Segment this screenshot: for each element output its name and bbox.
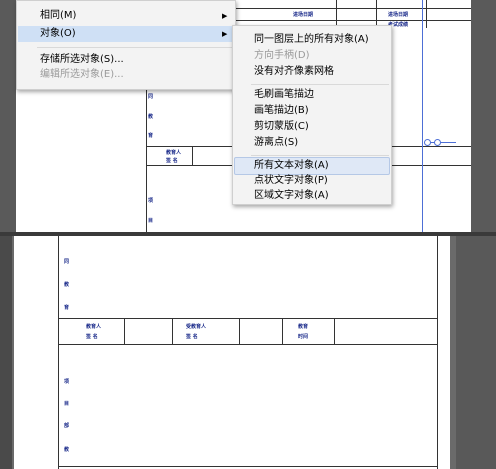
menu-item-save-selection[interactable]: 存储所选对象(S)... (18, 52, 234, 68)
guide-line (422, 0, 423, 232)
submenu-item-direction-handles: 方向手柄(D) (234, 48, 390, 64)
table-line (58, 466, 438, 467)
left-dark-panel (0, 236, 12, 469)
submenu-item-stray-points[interactable]: 游离点(S) (234, 135, 390, 151)
guide-line (426, 142, 456, 143)
menu-item-label: 毛刷画笔描边 (254, 89, 314, 100)
menu-item-object[interactable]: 对象(O) ▶ (18, 26, 234, 42)
menu-separator (251, 84, 389, 85)
table-line (146, 88, 147, 232)
menu-item-label: 点状文字对象(P) (254, 175, 328, 186)
side-char: 教 (64, 447, 70, 453)
submenu-item-clipping-mask[interactable]: 剪切蒙版(C) (234, 119, 390, 135)
submenu-item-brush-strokes[interactable]: 画笔描边(B) (234, 103, 390, 119)
side-char: 部 (64, 423, 70, 429)
submenu-item-not-pixel-aligned[interactable]: 没有对齐像素网格 (234, 64, 390, 80)
table-line (58, 318, 438, 319)
side-char: 教 (148, 114, 154, 120)
menu-item-label: 没有对齐像素网格 (254, 66, 334, 77)
menu-separator (37, 47, 233, 48)
anchor-point[interactable] (434, 139, 441, 146)
table-line (336, 0, 337, 28)
right-dark-panel (456, 236, 496, 469)
side-char: 同 (148, 94, 154, 100)
sig-label: 教育人 (166, 150, 182, 156)
sig-label: 时间 (298, 334, 309, 340)
submenu-item-area-text-objects[interactable]: 区域文字对象(A) (234, 188, 390, 204)
menu-item-edit-selection: 编辑所选对象(E)... (18, 67, 234, 83)
table-line (172, 318, 173, 344)
menu-item-label: 对象(O) (40, 28, 76, 39)
sig-label: 教育 (298, 324, 309, 330)
menu-item-label: 游离点(S) (254, 137, 299, 148)
sig-label: 签 名 (86, 334, 98, 340)
table-line (192, 146, 193, 166)
submenu-item-point-text-objects[interactable]: 点状文字对象(P) (234, 173, 390, 189)
side-char: 目 (64, 401, 70, 407)
canvas-divider (0, 232, 496, 236)
table-line (58, 344, 438, 345)
header-cell: 进场日期 (388, 12, 409, 18)
header-cell: 考试成绩 (388, 22, 409, 28)
table-line (426, 0, 427, 28)
menu-item-label: 存储所选对象(S)... (40, 54, 124, 65)
side-char: 育 (64, 305, 70, 311)
document-page-bottom: 同 教 育 教育人 签 名 受教育人 签 名 教育 时间 项 目 部 教 (14, 236, 450, 469)
table-line (239, 318, 240, 344)
select-menu: 相同(M) ▶ 对象(O) ▶ 存储所选对象(S)... 编辑所选对象(E)..… (16, 0, 236, 90)
menu-item-label: 区域文字对象(A) (254, 190, 329, 201)
table-line (124, 318, 125, 344)
submenu-arrow-icon: ▶ (222, 30, 228, 38)
menu-item-highlight (18, 26, 234, 42)
menu-item-label: 剪切蒙版(C) (254, 121, 309, 132)
side-char: 同 (64, 259, 70, 265)
menu-item-label: 所有文本对象(A) (254, 160, 329, 171)
sig-label: 签 名 (166, 158, 178, 164)
submenu-item-same-layer[interactable]: 同一图层上的所有对象(A) (234, 32, 390, 48)
table-line (234, 8, 471, 9)
submenu-item-bristle-brush[interactable]: 毛刷画笔描边 (234, 87, 390, 103)
table-line (58, 236, 59, 469)
side-char: 项 (148, 198, 154, 204)
object-submenu: 同一图层上的所有对象(A) 方向手柄(D) 没有对齐像素网格 毛刷画笔描边 画笔… (232, 25, 392, 205)
submenu-item-all-text-objects[interactable]: 所有文本对象(A) (234, 157, 390, 175)
side-char: 教 (64, 282, 70, 288)
menu-item-label: 同一图层上的所有对象(A) (254, 34, 369, 45)
menu-item-same[interactable]: 相同(M) ▶ (18, 8, 234, 24)
menu-item-label: 编辑所选对象(E)... (40, 69, 124, 80)
header-cell: 进场日期 (293, 12, 314, 18)
menu-separator (251, 155, 389, 156)
anchor-point[interactable] (424, 139, 431, 146)
sig-label: 受教育人 (186, 324, 207, 330)
sig-label: 教育人 (86, 324, 102, 330)
sig-label: 签 名 (186, 334, 198, 340)
side-char: 目 (148, 218, 154, 224)
table-line (334, 318, 335, 344)
menu-item-label: 方向手柄(D) (254, 50, 310, 61)
table-line (437, 236, 438, 469)
table-line (282, 318, 283, 344)
menu-item-label: 相同(M) (40, 10, 77, 21)
side-char: 项 (64, 379, 70, 385)
side-char: 育 (148, 133, 154, 139)
menu-item-label: 画笔描边(B) (254, 105, 309, 116)
submenu-arrow-icon: ▶ (222, 12, 228, 20)
table-line (376, 0, 377, 28)
table-line (234, 20, 471, 21)
